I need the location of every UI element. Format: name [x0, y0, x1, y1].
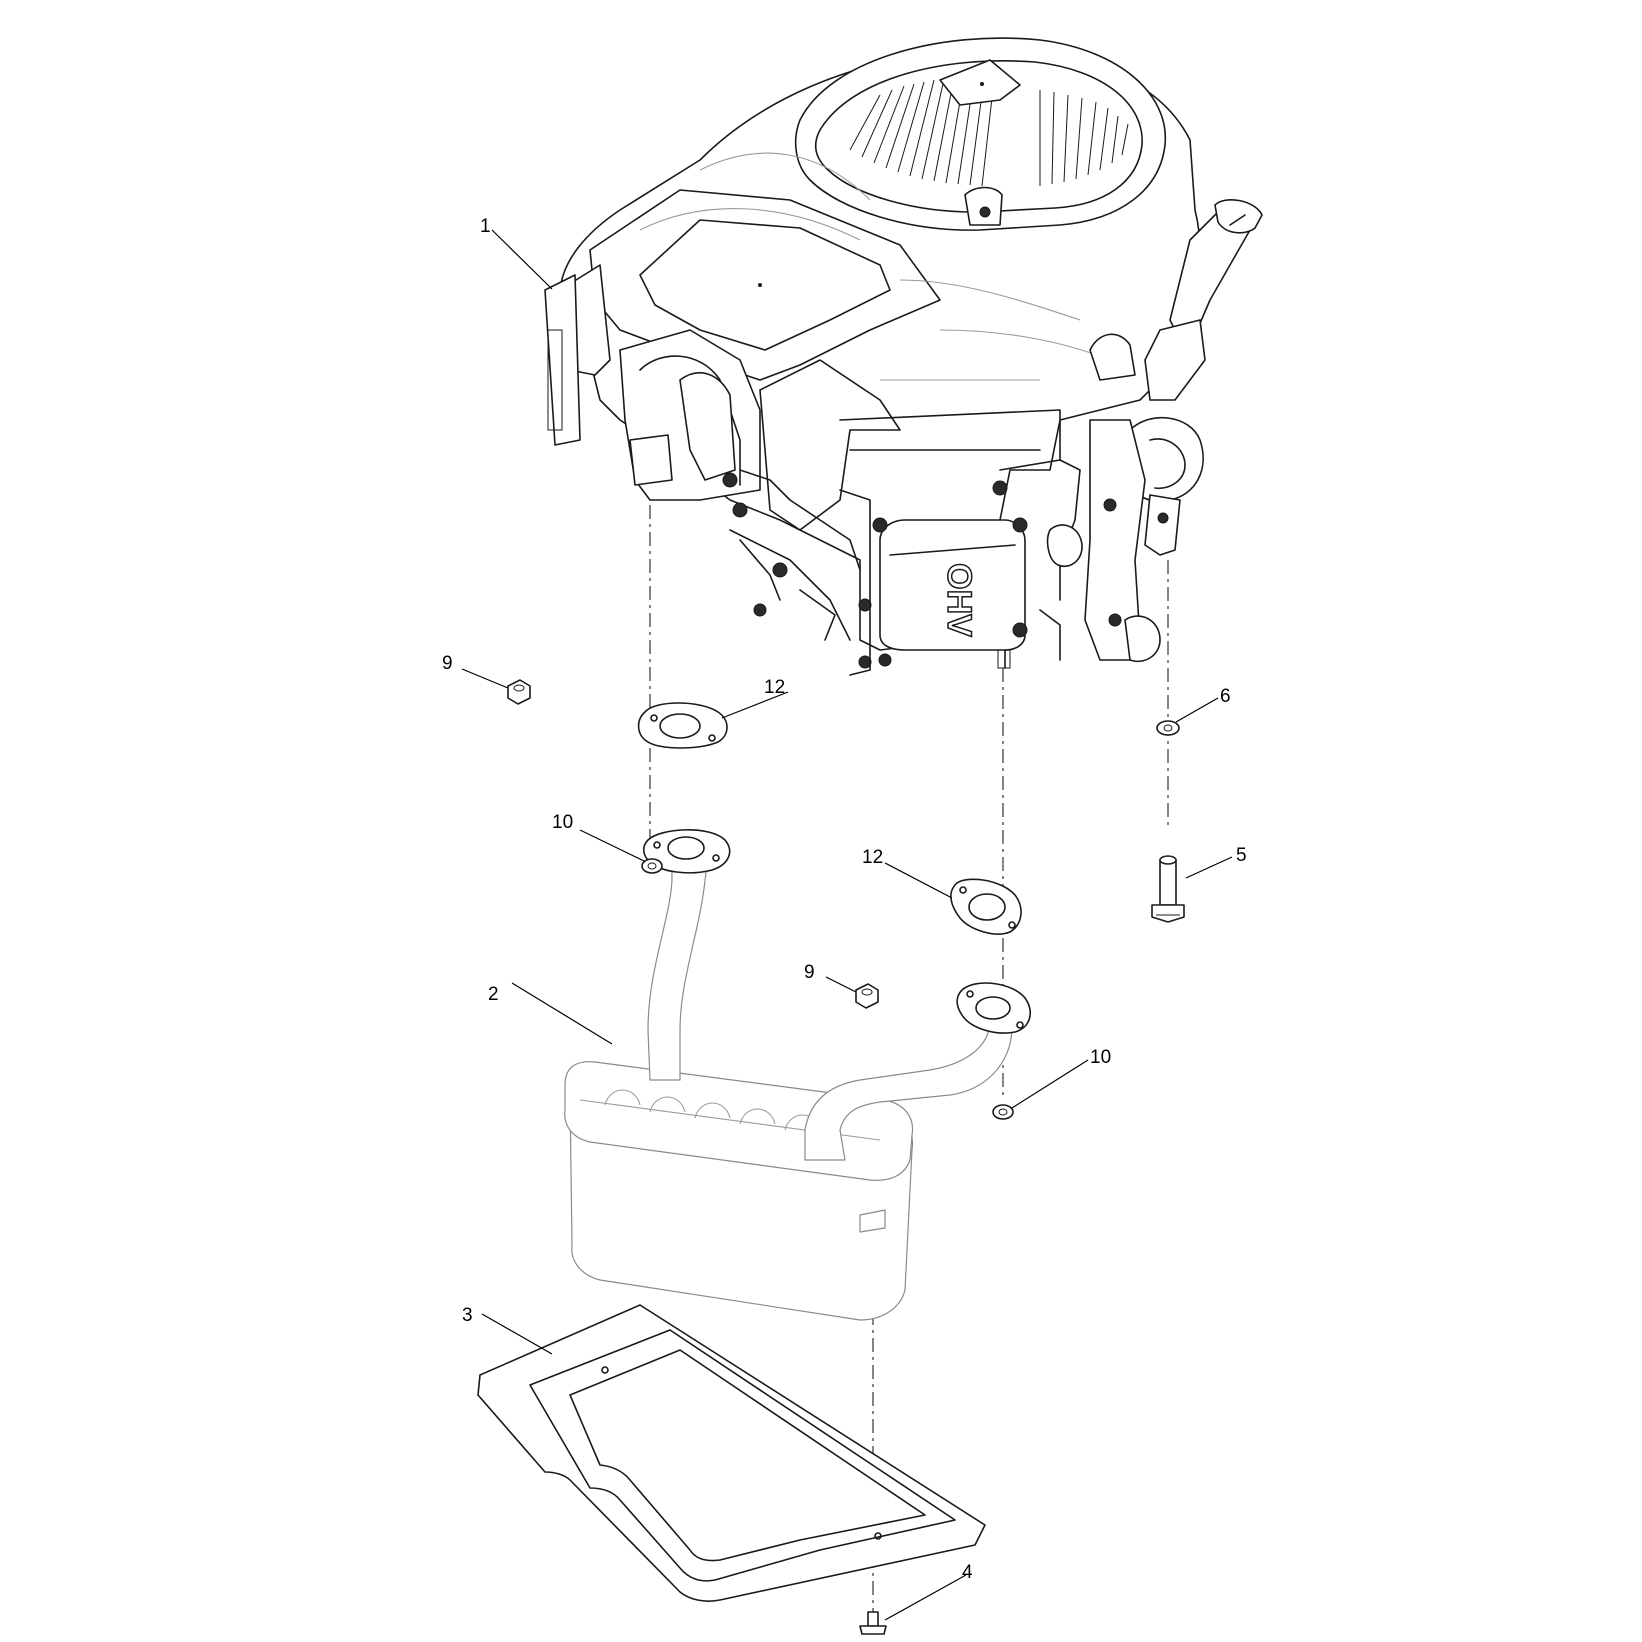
washer-upper — [641, 858, 663, 874]
washer-6 — [1156, 720, 1180, 736]
callout-10-lower: 10 — [1090, 1047, 1111, 1068]
callout-12-lower: 12 — [862, 847, 883, 868]
muffler — [564, 829, 1031, 1321]
callout-6: 6 — [1220, 686, 1231, 707]
gasket-upper — [637, 702, 728, 749]
callouts: 1 2 3 4 5 6 9 9 10 10 12 12 — [442, 216, 1247, 1583]
grill-slats — [849, 77, 1129, 187]
leader-lines — [461, 229, 1233, 1621]
nut-lower — [855, 983, 879, 1009]
callout-9-upper: 9 — [442, 653, 453, 674]
heat-shield — [477, 1304, 986, 1602]
screw-4 — [859, 1611, 887, 1635]
callout-3: 3 — [462, 1305, 473, 1326]
callout-10-upper: 10 — [552, 812, 573, 833]
engine-assembly: OHV — [544, 37, 1263, 676]
gasket-lower — [950, 878, 1022, 935]
callout-2: 2 — [488, 984, 499, 1005]
callout-4: 4 — [962, 1562, 973, 1583]
callout-1: 1 — [480, 216, 491, 237]
callout-9-lower: 9 — [804, 962, 815, 983]
nut-upper — [507, 679, 531, 705]
washer-lower — [992, 1104, 1014, 1120]
callout-12-upper: 12 — [764, 677, 785, 698]
callout-5: 5 — [1236, 845, 1247, 866]
ohv-marking: OHV — [940, 563, 978, 637]
bolt-5 — [1151, 855, 1185, 923]
